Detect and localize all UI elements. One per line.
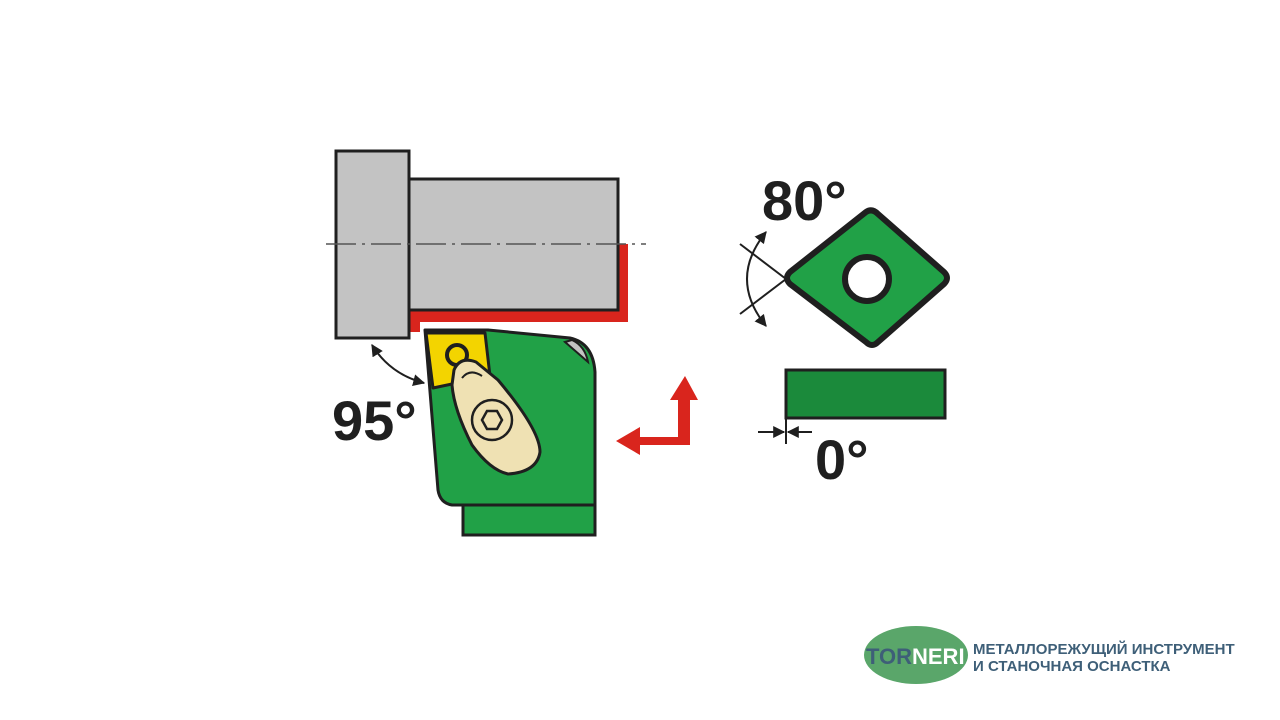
holder-base xyxy=(461,503,597,537)
logo-brand-tor: TOR xyxy=(866,644,912,669)
hex-socket-icon xyxy=(480,409,504,431)
insert-angle-label: 80° xyxy=(762,169,847,232)
approach-angle-arrow xyxy=(371,343,426,387)
approach-angle-label: 95° xyxy=(332,389,417,452)
insert-top-hole xyxy=(842,254,892,304)
feed-direction-arrows xyxy=(616,376,698,455)
logo-tagline-1: МЕТАЛЛОРЕЖУЩИЙ ИНСТРУМЕНТ xyxy=(973,640,1235,658)
insert-side-view xyxy=(784,368,947,420)
logo-tagline-2: И СТАНОЧНАЯ ОСНАСТКА xyxy=(973,658,1171,675)
logo-brand-neri: NERI xyxy=(912,644,965,669)
clearance-angle-label: 0° xyxy=(815,428,869,491)
holder-corner-detail xyxy=(562,338,590,365)
logo-ellipse xyxy=(864,626,968,684)
clamp-lever-highlight xyxy=(461,371,483,379)
insert-angle-arc xyxy=(746,231,767,327)
torneri-logo: TOR NERI МЕТАЛЛОРЕЖУЩИЙ ИНСТРУМЕНТ И СТА… xyxy=(864,626,1235,684)
